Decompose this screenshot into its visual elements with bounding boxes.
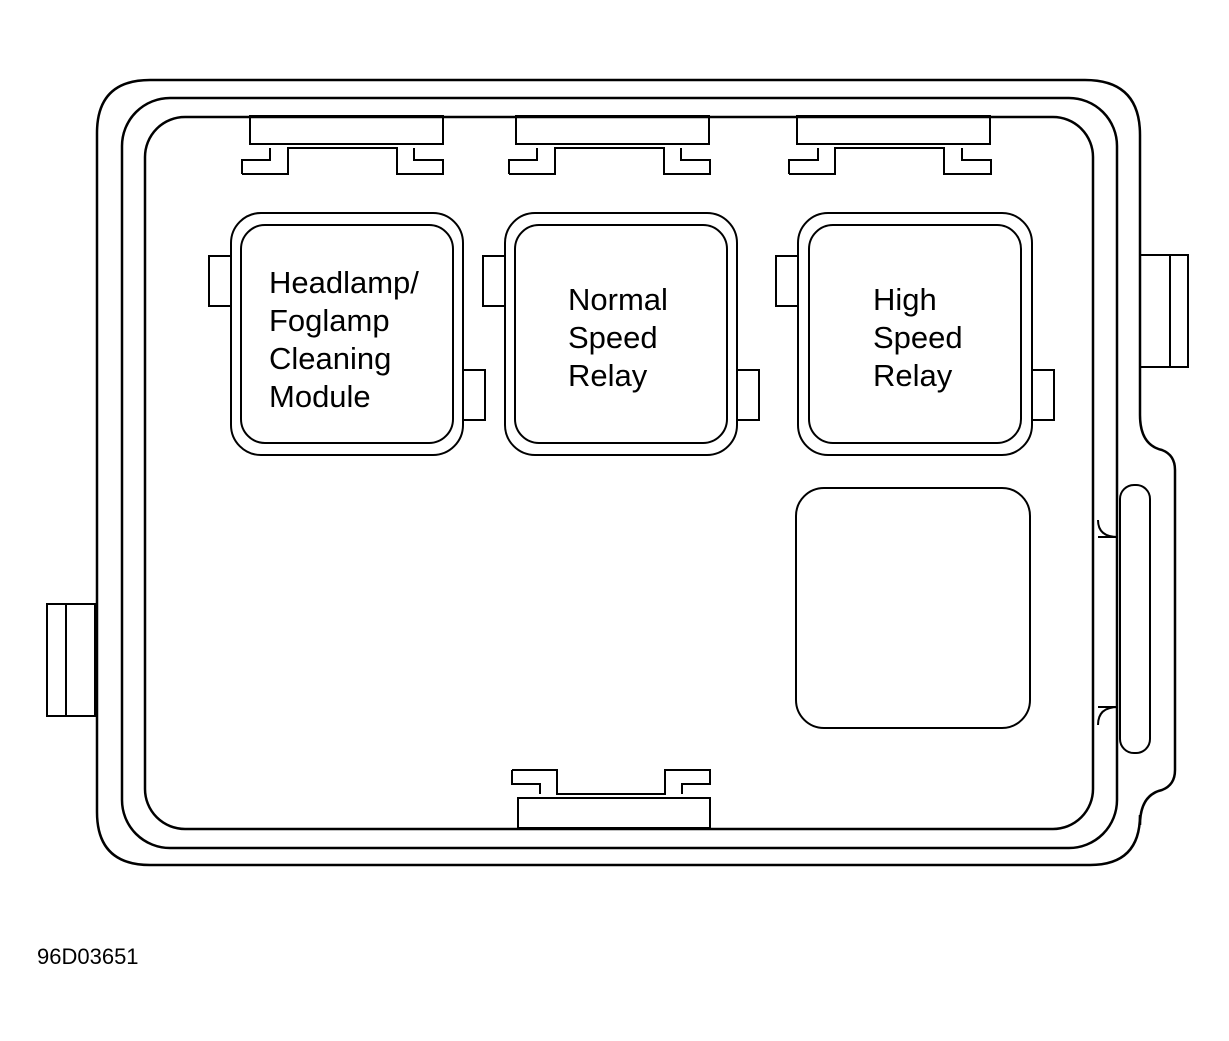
relay-label-line: Cleaning [269,341,392,376]
relay-label-line: Module [269,379,371,414]
housing-inner-wall [120,96,1119,850]
right-side-rail [1119,484,1151,754]
right-rail-notch-top [1097,519,1119,538]
relay-label-normal-speed-relay: Normal Speed Relay [568,281,668,395]
relay-label-line: Headlamp/ [269,265,419,300]
right-rail-notch-bottom [1097,706,1119,726]
relay-label-high-speed-relay: High Speed Relay [873,281,963,395]
relay-label-line: Normal [568,282,668,317]
bottom-latch [511,769,711,829]
relay-socket-2 [482,212,760,456]
relay-label-line: Speed [873,320,963,355]
left-connector-tab [46,603,96,717]
figure-code: 96D03651 [37,944,139,969]
relay-label-line: Relay [873,358,953,393]
top-latch-2 [508,115,711,175]
relay-socket-1 [208,212,486,456]
housing-outer-outline [95,78,1177,867]
right-side-groove [1098,536,1118,708]
relay-label-line: Relay [568,358,648,393]
relay-label-line: Foglamp [269,303,390,338]
relay-socket-3 [775,212,1055,456]
right-connector-tab [1139,254,1189,368]
top-latch-3 [788,115,992,175]
relay-label-line: High [873,282,937,317]
top-latch-1 [241,115,444,175]
relay-label-line: Speed [568,320,658,355]
empty-socket [795,487,1031,729]
relay-label-headlamp-foglamp-cleaning-module: Headlamp/ Foglamp Cleaning Module [269,264,419,416]
housing-cavity [143,115,1095,831]
